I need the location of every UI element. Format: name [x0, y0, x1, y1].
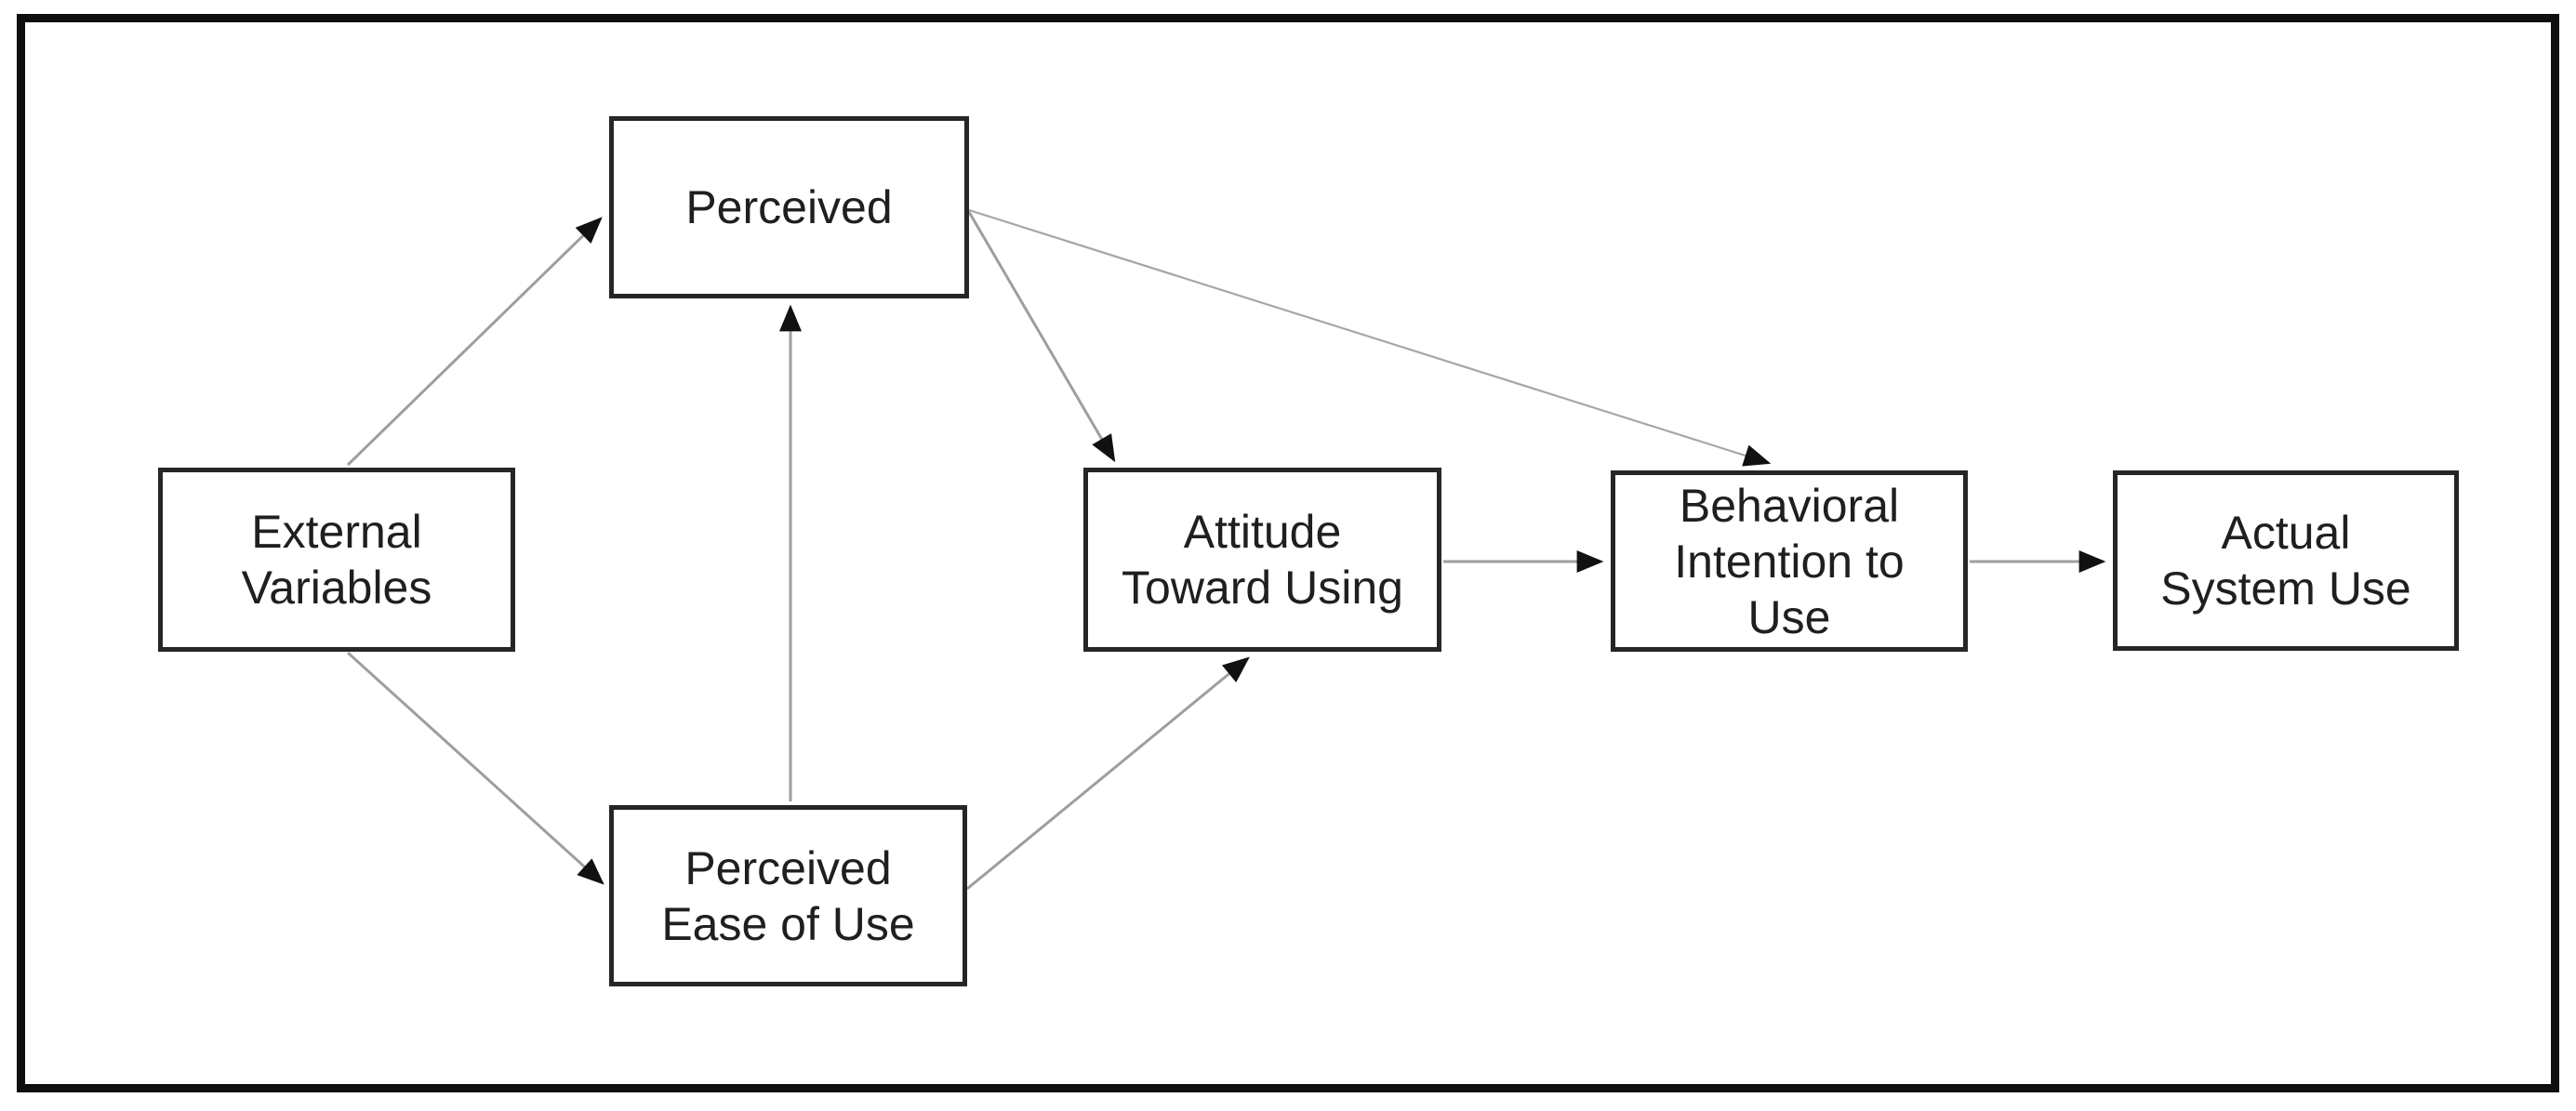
edge-perceived-to-attitude-toward-using — [967, 211, 1116, 463]
node-perceived-ease-of-use-label: Perceived Ease of Use — [661, 841, 915, 950]
node-actual-system-use-label: Actual System Use — [2160, 507, 2411, 615]
node-behavioral-intention-to-use-label: Behavioral Intention to Use — [1674, 479, 1905, 643]
node-external-variables: External Variables — [158, 468, 515, 652]
node-perceived-ease-of-use: Perceived Ease of Use — [609, 805, 967, 986]
node-actual-system-use: Actual System Use — [2113, 470, 2459, 651]
node-behavioral-intention-to-use: Behavioral Intention to Use — [1611, 470, 1968, 652]
node-perceived: Perceived — [609, 116, 969, 298]
edge-external-variables-to-perceived-ease-of-use — [346, 651, 604, 885]
edge-perceived-ease-of-use-to-attitude-toward-using — [966, 656, 1250, 891]
edge-perceived-to-behavioral-intention-to-use — [968, 208, 1772, 467]
node-attitude-toward-using-label: Attitude Toward Using — [1122, 506, 1403, 614]
node-perceived-label: Perceived — [685, 181, 893, 233]
edge-external-variables-to-perceived — [346, 217, 603, 467]
node-attitude-toward-using: Attitude Toward Using — [1083, 468, 1441, 652]
node-external-variables-label: External Variables — [241, 506, 432, 614]
